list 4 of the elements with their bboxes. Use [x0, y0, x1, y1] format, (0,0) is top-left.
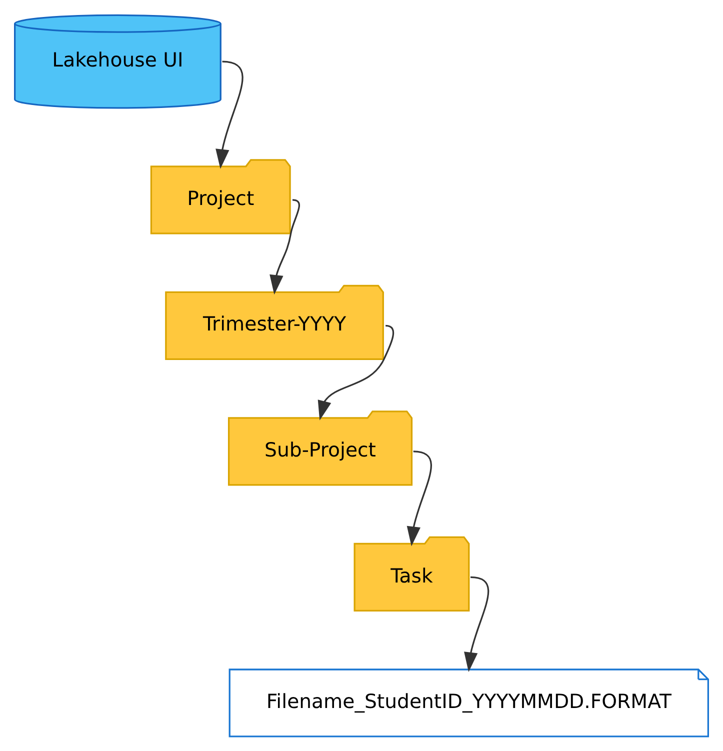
arrow: [318, 324, 394, 420]
arrow: [406, 450, 432, 546]
arrow: [464, 576, 489, 672]
arrow: [216, 60, 244, 168]
